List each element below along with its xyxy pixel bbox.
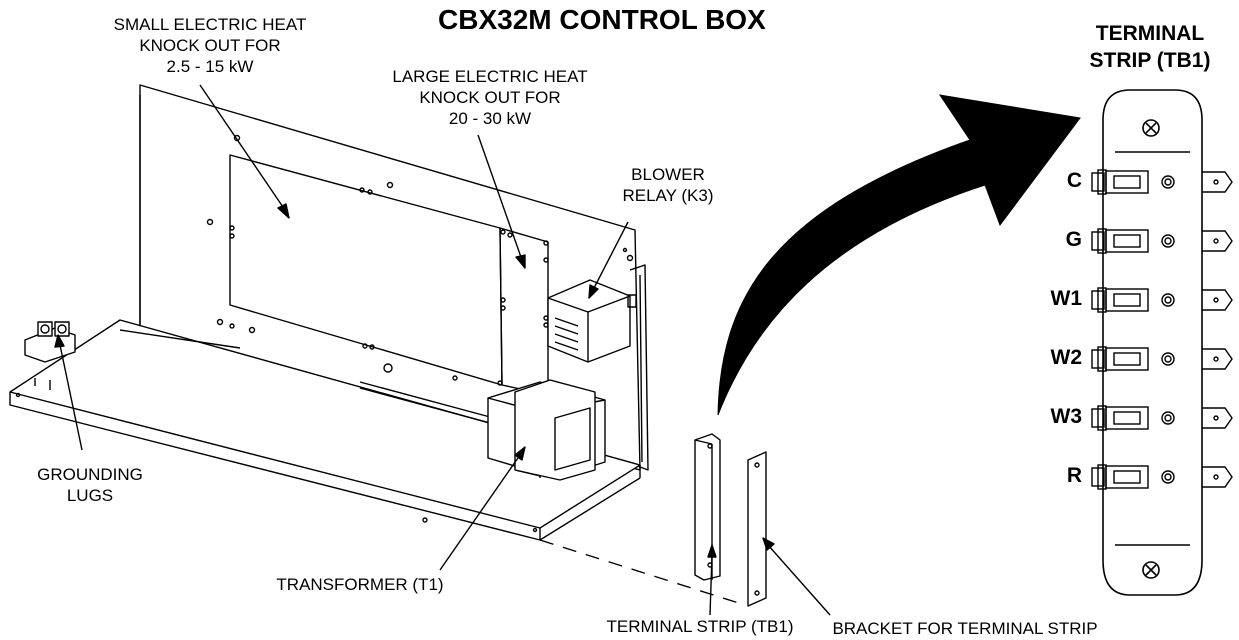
terminal-strip-part <box>694 433 721 581</box>
terminal-label-g: G <box>1065 228 1082 251</box>
terminal-label-r: R <box>1066 464 1082 487</box>
terminal-row-g <box>1091 228 1233 254</box>
diagram-title: CBX32M CONTROL BOX <box>438 4 766 35</box>
large-knockout-label: LARGE ELECTRIC HEAT KNOCK OUT FOR 20 - 3… <box>360 66 620 129</box>
side-rail <box>629 264 649 471</box>
terminal-strip-label: TERMINAL STRIP (TB1) <box>606 617 794 636</box>
small-knockout-label: SMALL ELECTRIC HEAT KNOCK OUT FOR 2.5 - … <box>80 14 340 77</box>
blower-relay-line2: RELAY (K3) <box>622 186 714 205</box>
transformer-label: TRANSFORMER (T1) <box>276 575 444 594</box>
terminal-row-w3 <box>1091 405 1233 431</box>
terminal-strip-heading-line1: TERMINAL <box>1095 22 1205 45</box>
blower-relay-shape <box>547 279 637 363</box>
bracket-label: BRACKET FOR TERMINAL STRIP <box>832 619 1098 638</box>
terminal-label-c: C <box>1066 169 1082 192</box>
terminal-label-w3: W3 <box>1050 405 1083 428</box>
grounding-lugs-line1: GROUNDING <box>37 465 143 484</box>
bracket-part <box>747 451 767 607</box>
big-curved-arrow <box>717 94 1081 416</box>
terminal-row-c <box>1091 169 1233 195</box>
large-knockout-line3: 20 - 30 kW <box>448 109 532 128</box>
terminal-row-w1 <box>1091 287 1233 313</box>
small-knockout-line1: SMALL ELECTRIC HEAT <box>113 15 307 34</box>
terminal-label-w1: W1 <box>1050 287 1083 310</box>
pointer-lines <box>54 84 831 616</box>
terminal-row-w2 <box>1091 346 1233 372</box>
base-plate <box>9 319 641 541</box>
terminal-strip-heading-line2: STRIP (TB1) <box>1089 49 1211 72</box>
small-knockout-line3: 2.5 - 15 kW <box>166 57 254 76</box>
terminal-rows <box>1091 169 1233 490</box>
terminal-label-w2: W2 <box>1050 346 1083 369</box>
small-knockout-line2: KNOCK OUT FOR <box>139 36 281 55</box>
terminal-strip-heading: TERMINAL STRIP (TB1) <box>1065 20 1235 74</box>
blower-relay-label: BLOWER RELAY (K3) <box>598 164 738 206</box>
terminal-strip-detail <box>1102 89 1203 596</box>
grounding-lugs-line2: LUGS <box>66 486 114 505</box>
grounding-lugs-label: GROUNDING LUGS <box>15 464 165 506</box>
terminal-row-r <box>1091 464 1233 490</box>
grounding-lugs-shape <box>24 321 76 390</box>
large-knockout-line1: LARGE ELECTRIC HEAT <box>392 67 588 86</box>
blower-relay-line1: BLOWER <box>631 165 705 184</box>
large-knockout-line2: KNOCK OUT FOR <box>419 88 561 107</box>
